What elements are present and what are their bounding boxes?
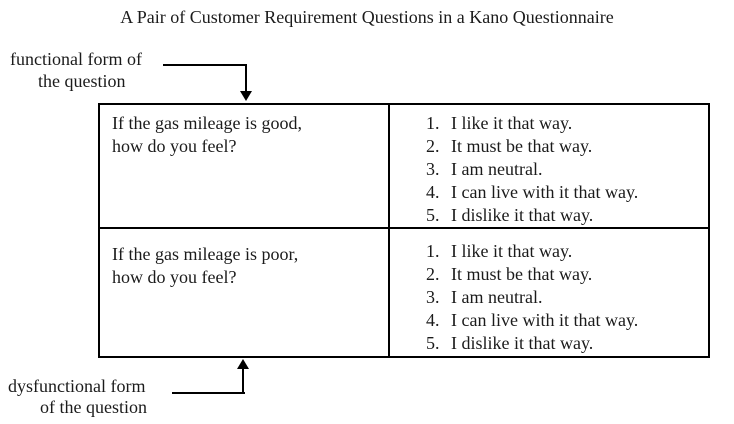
option-number: 2. [426, 264, 440, 284]
option-item: 1. I like it that way. [426, 240, 704, 263]
option-item: 1. I like it that way. [426, 112, 704, 135]
functional-label-line2: the question [38, 71, 126, 91]
option-text: I like it that way. [451, 241, 573, 261]
option-text: I like it that way. [451, 113, 573, 133]
functional-connector-vertical-line [245, 64, 247, 92]
question-text-line2: how do you feel? [112, 136, 237, 156]
option-text: It must be that way. [451, 136, 593, 156]
option-item: 3. I am neutral. [426, 158, 704, 181]
option-item: 5. I dislike it that way. [426, 332, 704, 355]
functional-options-cell: 1. I like it that way. 2. It must be that … [390, 105, 708, 229]
option-text: I can live with it that way. [451, 182, 639, 202]
question-text-line1: If the gas mileage is good, [112, 113, 302, 133]
option-item: 4. I can live with it that way. [426, 181, 704, 204]
option-number: 4. [426, 182, 440, 202]
option-text: I am neutral. [451, 287, 543, 307]
option-item: 2. It must be that way. [426, 263, 704, 286]
dysfunctional-label-line1: dysfunctional form [8, 376, 146, 396]
option-item: 4. I can live with it that way. [426, 309, 704, 332]
option-item: 2. It must be that way. [426, 135, 704, 158]
questionnaire-table: If the gas mileage is good, how do you f… [98, 103, 710, 358]
option-number: 1. [426, 113, 440, 133]
option-item: 5. I dislike it that way. [426, 204, 704, 227]
figure-title: A Pair of Customer Requirement Questions… [120, 7, 614, 27]
dysfunctional-question-cell: If the gas mileage is poor, how do you f… [100, 229, 390, 356]
option-number: 1. [426, 241, 440, 261]
option-text: It must be that way. [451, 264, 593, 284]
functional-label-line1: functional form of [10, 49, 142, 69]
dysfunctional-connector-horizontal-line [172, 392, 245, 394]
dysfunctional-label-line2: of the question [40, 397, 147, 417]
option-number: 3. [426, 159, 440, 179]
option-item: 3. I am neutral. [426, 286, 704, 309]
arrow-up-icon [237, 359, 249, 369]
option-number: 4. [426, 310, 440, 330]
option-text: I am neutral. [451, 159, 543, 179]
dysfunctional-options-cell: 1. I like it that way. 2. It must be that … [390, 229, 708, 356]
question-text-line1: If the gas mileage is poor, [112, 244, 299, 264]
functional-question-cell: If the gas mileage is good, how do you f… [100, 105, 390, 229]
option-number: 3. [426, 287, 440, 307]
question-text-line2: how do you feel? [112, 267, 237, 287]
option-number: 5. [426, 333, 440, 353]
arrow-down-icon [240, 91, 252, 101]
option-text: I can live with it that way. [451, 310, 639, 330]
option-text: I dislike it that way. [451, 333, 594, 353]
dysfunctional-connector-vertical-line [242, 369, 244, 394]
option-number: 5. [426, 205, 440, 225]
option-number: 2. [426, 136, 440, 156]
option-text: I dislike it that way. [451, 205, 594, 225]
functional-connector-horizontal-line [163, 64, 247, 66]
